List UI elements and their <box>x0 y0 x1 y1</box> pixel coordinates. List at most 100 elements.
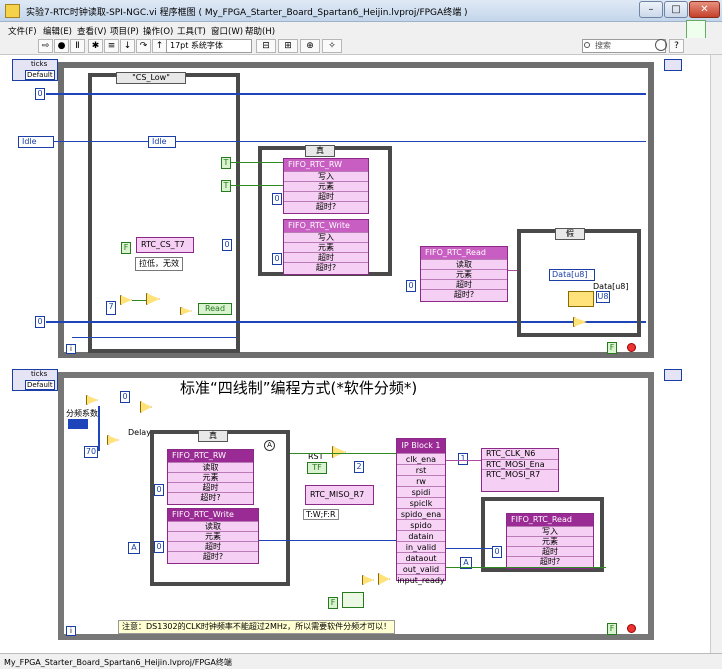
rtc-output-nodes[interactable]: RTC_CLK_N6 RTC_MOSI_Ena RTC_MOSI_R7 <box>481 448 559 492</box>
timed-loop-1[interactable] <box>58 62 654 358</box>
menu-help[interactable]: 帮助(H) <box>245 27 276 37</box>
ip-pin[interactable]: dataout <box>397 552 445 563</box>
menu-project[interactable]: 项目(P) <box>110 27 139 37</box>
enum-idle-left[interactable]: Idle <box>18 136 54 148</box>
const-one[interactable]: 1 <box>458 453 468 465</box>
search-icon <box>584 42 590 48</box>
const-seven[interactable]: 7 <box>106 301 116 315</box>
menu-file[interactable]: 文件(F) <box>8 27 37 37</box>
reorder-icon[interactable]: ⊕ <box>300 39 320 53</box>
case-structure-read[interactable] <box>481 497 604 572</box>
ip-pin[interactable]: input_ready <box>397 574 445 585</box>
loop2-const-a-1[interactable]: A <box>128 542 140 554</box>
ip-pin[interactable]: spido <box>397 519 445 530</box>
case-selector-false[interactable]: 假 <box>555 228 585 240</box>
step-into-icon[interactable]: ↓ <box>120 39 135 53</box>
fifo-rw-write-node[interactable]: FIFO_RTC_RW 写入 元素 超时 超时? <box>283 158 369 214</box>
loop2-fifo-write-node[interactable]: FIFO_RTC_Write 读取 元素 超时 超时? <box>167 508 259 564</box>
help-icon[interactable]: ? <box>669 39 684 53</box>
ip-pin[interactable]: in_valid <box>397 541 445 552</box>
ip-pin[interactable]: out_valid <box>397 563 445 574</box>
vertical-scrollbar[interactable] <box>710 55 722 653</box>
fifo-rw-row: 超时 <box>284 191 368 201</box>
const-t-2[interactable]: T <box>221 180 231 192</box>
loop1-timing-source[interactable]: ticks Default <box>12 59 58 81</box>
distribute-icon[interactable]: ⊞ <box>278 39 298 53</box>
rtc-cs-node[interactable]: RTC_CS_T7 <box>136 237 194 253</box>
ip-pin[interactable]: clk_ena <box>397 453 445 464</box>
maximize-button[interactable]: □ <box>664 1 688 18</box>
enum-idle-inner[interactable]: Idle <box>148 136 176 148</box>
fifo-rw-name: FIFO_RTC_RW <box>284 159 368 171</box>
wire-enum-out <box>176 141 646 142</box>
loop2-const-zero-read[interactable]: 0 <box>492 546 502 558</box>
ip-pin[interactable]: rw <box>397 475 445 486</box>
const-t-1[interactable]: T <box>221 157 231 169</box>
close-button[interactable]: ✕ <box>689 1 720 18</box>
const-f-stop[interactable]: F <box>607 342 617 354</box>
const-seventy[interactable]: 70 <box>84 446 98 458</box>
ip-block-node[interactable]: IP Block 1 clk_ena rst rw spidi spiclk s… <box>396 438 446 585</box>
fifo-write-node[interactable]: FIFO_RTC_Write 写入 元素 超时 超时? <box>283 219 369 275</box>
const-zero-read[interactable]: 0 <box>406 280 416 292</box>
font-select[interactable]: 17pt 系统字体 <box>166 39 252 53</box>
const-two[interactable]: 2 <box>354 461 364 473</box>
const-f-stop-2[interactable]: F <box>607 623 617 635</box>
data-u8-indicator[interactable]: Data[u8] <box>549 269 595 281</box>
retain-wire-icon[interactable]: ≡ <box>104 39 119 53</box>
magnifier-icon[interactable] <box>655 39 667 51</box>
const-zero-rw[interactable]: 0 <box>272 193 282 205</box>
ip-pin[interactable]: spidi <box>397 486 445 497</box>
step-out-icon[interactable]: ↑ <box>152 39 167 53</box>
rst-true-const[interactable]: TF <box>307 462 327 474</box>
loop2-const-a-2[interactable]: A <box>460 557 472 569</box>
menu-edit[interactable]: 编辑(E) <box>43 27 73 37</box>
cleanup-icon[interactable]: ✧ <box>322 39 342 53</box>
ip-pin[interactable]: spiclk <box>397 497 445 508</box>
build-array-node[interactable] <box>568 291 594 307</box>
abort-icon[interactable]: ● <box>54 39 69 53</box>
const-zero-top[interactable]: 0 <box>35 88 45 100</box>
loop2-const-zero-write[interactable]: 0 <box>154 541 164 553</box>
feedback-node[interactable] <box>342 592 364 608</box>
menu-view[interactable]: 查看(V) <box>77 27 107 37</box>
fifo-read-node[interactable]: FIFO_RTC_Read 读取 元素 超时 超时? <box>420 246 508 302</box>
pause-icon[interactable]: Ⅱ <box>70 39 85 53</box>
case-selector-true-1[interactable]: 真 <box>305 145 335 157</box>
const-f-loop2[interactable]: F <box>328 597 338 609</box>
const-zero-bottom[interactable]: 0 <box>35 316 45 328</box>
ip-pin[interactable]: spido_ena <box>397 508 445 519</box>
div-factor-terminal <box>68 419 88 429</box>
fifo-write-name: FIFO_RTC_Write <box>284 220 368 232</box>
read-local-variable[interactable]: Read <box>198 303 232 315</box>
menu-window[interactable]: 窗口(W) <box>211 27 244 37</box>
minimize-button[interactable]: – <box>639 1 663 18</box>
run-arrow-icon[interactable]: ⇨ <box>38 39 53 53</box>
case-selector-true-2[interactable]: 真 <box>198 430 228 442</box>
const-zero-case[interactable]: 0 <box>222 239 232 251</box>
search-input[interactable]: 搜索 <box>582 39 666 53</box>
loop2-fifo-rw-node[interactable]: FIFO_RTC_RW 读取 元素 超时 超时? <box>167 449 254 505</box>
rtc-miso-node[interactable]: RTC_MISO_R7 <box>305 485 374 505</box>
fifo-rw-row: 写入 <box>284 171 368 181</box>
wire-green-a <box>290 453 396 454</box>
const-f-cs[interactable]: F <box>121 242 131 254</box>
const-zero-div[interactable]: 0 <box>120 391 130 403</box>
step-over-icon[interactable]: ↷ <box>136 39 151 53</box>
loop2-fifo-rw-row: 读取 <box>168 462 253 472</box>
ip-pin[interactable]: datain <box>397 530 445 541</box>
timed-loop-2[interactable] <box>58 372 654 640</box>
fifo-read-name: FIFO_RTC_Read <box>421 247 507 259</box>
align-icon[interactable]: ⊟ <box>256 39 276 53</box>
case-selector-cs[interactable]: "CS_Low" <box>116 72 186 84</box>
loop2-fifo-read-node[interactable]: FIFO_RTC_Read 写入 元素 超时 超时? <box>506 513 594 569</box>
menu-operate[interactable]: 操作(O) <box>143 27 174 37</box>
loop2-const-zero-rw[interactable]: 0 <box>154 484 164 496</box>
miso-note: T:W;F:R <box>303 509 339 520</box>
block-diagram[interactable]: ticks Default "CS_Low" 0 Idle Idle 0 真 T… <box>0 55 710 653</box>
loop2-timing-source[interactable]: ticks Default <box>12 369 58 391</box>
highlight-bulb-icon[interactable]: ✱ <box>88 39 103 53</box>
menu-tools[interactable]: 工具(T) <box>177 27 206 37</box>
const-zero-write[interactable]: 0 <box>272 253 282 265</box>
ip-pin[interactable]: rst <box>397 464 445 475</box>
